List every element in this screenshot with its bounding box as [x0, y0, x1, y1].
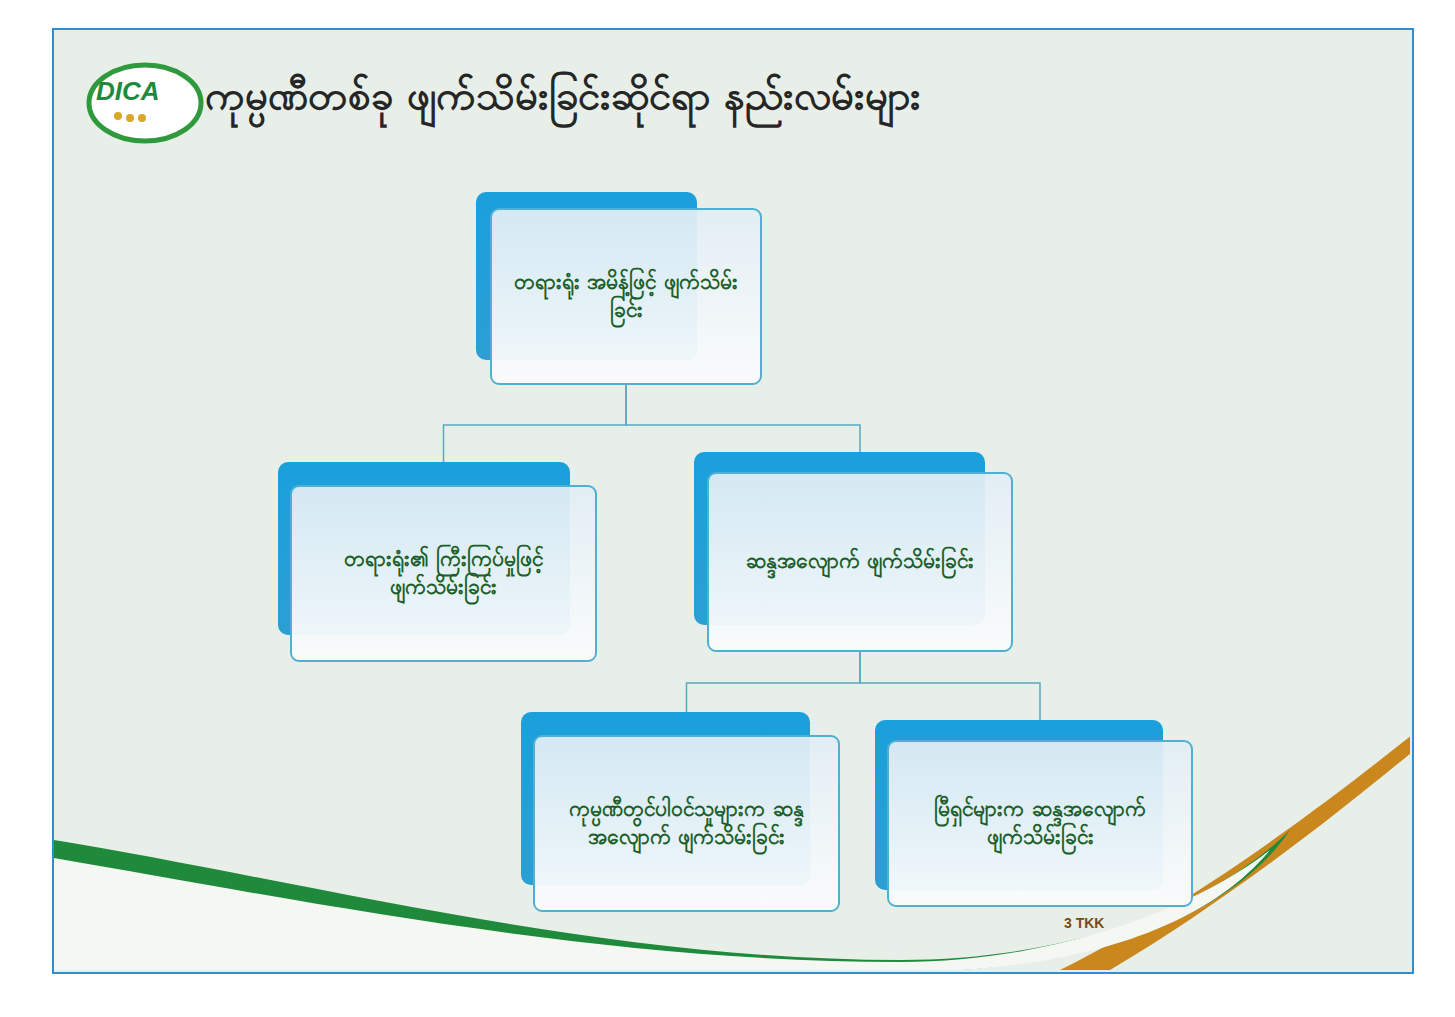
box-label: မြီရှင်များက ဆန္ဒအလျောက် ဖျက်သိမ်းခြင်း — [905, 796, 1175, 851]
process-box: ဆန္ဒအလျောက် ဖျက်သိမ်းခြင်း — [707, 472, 1013, 652]
dica-logo — [89, 65, 201, 141]
slide-title: ကုမ္ပဏီတစ်ခု ဖျက်သိမ်းခြင်းဆိုင်ရာ နည်းလ… — [205, 70, 921, 129]
page-number: 3 TKK — [1064, 915, 1104, 931]
process-box: တရားရုံး၏ ကြီးကြပ်မှုဖြင့် ဖျက်သိမ်းခြင်… — [290, 485, 597, 662]
box-label: တရားရုံး အမိန့်ဖြင့် ဖျက်သိမ်းခြင်း — [508, 269, 744, 324]
process-box: တရားရုံး အမိန့်ဖြင့် ဖျက်သိမ်းခြင်း — [490, 208, 762, 385]
logo-text: DICA — [96, 76, 160, 107]
box-label: ကုမ္ပဏီတွင်ပါဝင်သူများက ဆန္ဒအလျောက် ဖျက်… — [551, 796, 822, 851]
box-label: ဆန္ဒအလျောက် ဖျက်သိမ်းခြင်း — [746, 548, 974, 575]
box-label: တရားရုံး၏ ကြီးကြပ်မှုဖြင့် ဖျက်သိမ်းခြင်… — [308, 546, 579, 601]
process-box: ကုမ္ပဏီတွင်ပါဝင်သူများက ဆန္ဒအလျောက် ဖျက်… — [533, 735, 840, 912]
process-box: မြီရှင်များက ဆန္ဒအလျောက် ဖျက်သိမ်းခြင်း — [887, 740, 1193, 907]
